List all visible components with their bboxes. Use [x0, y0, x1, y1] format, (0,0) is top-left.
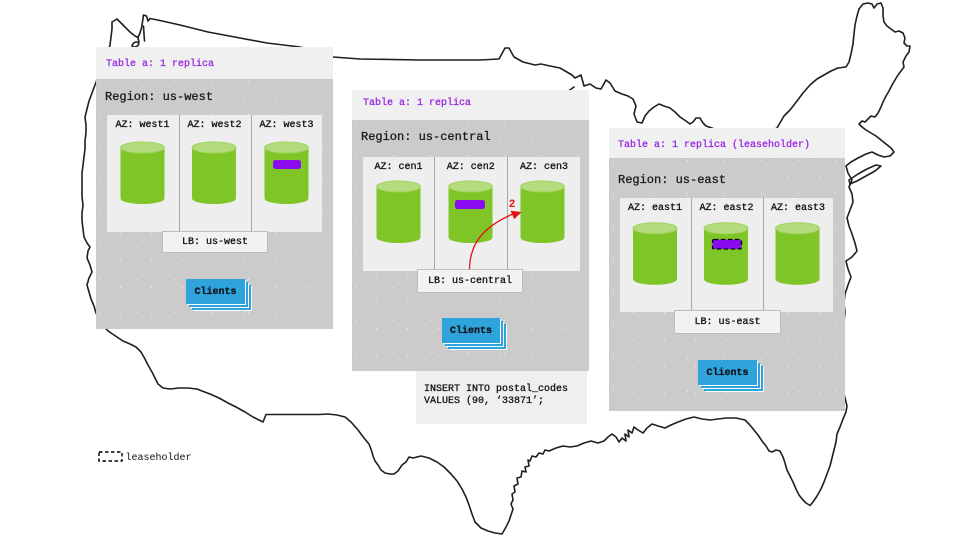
svg-text:2: 2 [509, 199, 516, 211]
svg-text:leaseholder: leaseholder [126, 452, 192, 464]
